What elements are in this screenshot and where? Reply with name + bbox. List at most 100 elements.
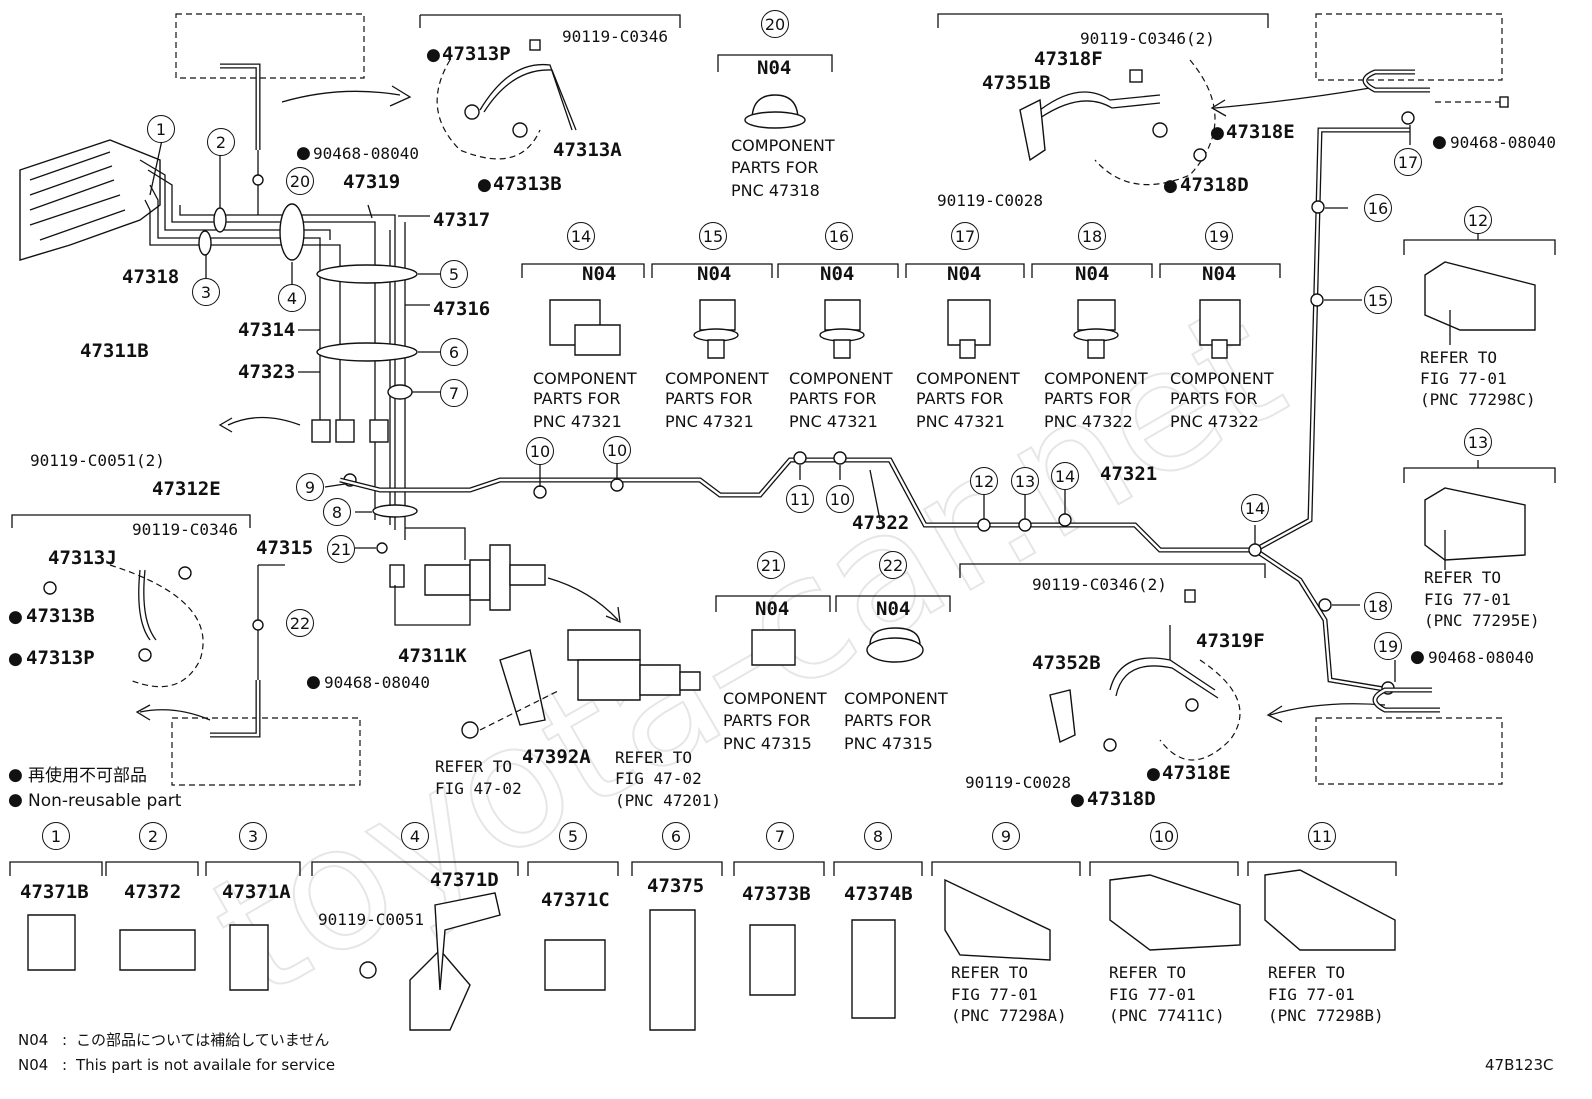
callout-14b: 14 bbox=[1241, 494, 1269, 522]
nonreusable-dot-47313P: ● bbox=[426, 45, 441, 65]
clip-shapes-mid bbox=[751, 261, 1536, 666]
refer-12-l3: (PNC 77298C) bbox=[1420, 390, 1536, 409]
label-90119-C0028-bottom: 90119-C0028 bbox=[965, 773, 1071, 792]
label-n04-16: N04 bbox=[820, 263, 855, 285]
nonreusable-dot-90468-b: ● bbox=[306, 672, 321, 692]
callout-13a: 13 bbox=[1011, 467, 1039, 495]
nonreusable-dot-90468-a: ● bbox=[296, 143, 311, 163]
callout-14a: 14 bbox=[1051, 462, 1079, 490]
refer-10-l3: (PNC 77411C) bbox=[1109, 1006, 1225, 1025]
label-47371C: 47371C bbox=[541, 889, 610, 911]
caption-14-l3: PNC 47321 bbox=[533, 412, 622, 431]
callout-2b: 2 bbox=[139, 822, 167, 850]
n04-note-sep-jp: : bbox=[62, 1031, 68, 1049]
nonreusable-dot-47318E-bottom: ● bbox=[1146, 764, 1161, 784]
label-47371A: 47371A bbox=[222, 881, 291, 903]
callout-3: 3 bbox=[192, 278, 220, 306]
callout-6: 6 bbox=[440, 338, 468, 366]
callout-21a: 21 bbox=[327, 535, 355, 563]
label-47315: 47315 bbox=[256, 537, 314, 559]
caption-22-l2: PARTS FOR bbox=[844, 711, 932, 730]
refer-12-l1: REFER TO bbox=[1420, 348, 1498, 367]
nonreusable-dot-47318D-top: ● bbox=[1163, 176, 1178, 196]
label-47352B: 47352B bbox=[1032, 652, 1101, 674]
label-47351B: 47351B bbox=[982, 72, 1051, 94]
refer-13-l3: (PNC 77295E) bbox=[1424, 611, 1540, 630]
grommet-20 bbox=[717, 54, 833, 129]
refer-4702b-l3: (PNC 47201) bbox=[615, 791, 721, 810]
rear-hose-detail-top bbox=[937, 13, 1509, 186]
nonreusable-dot-47313B-left: ● bbox=[8, 607, 23, 627]
callout-11b: 11 bbox=[1308, 822, 1336, 850]
label-47372: 47372 bbox=[124, 881, 182, 903]
callout-2: 2 bbox=[207, 128, 235, 156]
nonreusable-dot-47313B-top: ● bbox=[477, 175, 492, 195]
tube-connectors bbox=[218, 416, 546, 626]
label-47319: 47319 bbox=[343, 171, 401, 193]
caption-20-l2: PARTS FOR bbox=[731, 158, 819, 177]
label-47321: 47321 bbox=[1100, 463, 1158, 485]
caption-21-l3: PNC 47315 bbox=[723, 734, 812, 753]
callout-20a: 20 bbox=[286, 167, 314, 195]
label-90119-C0346-2-bottom: 90119-C0346(2) bbox=[1032, 575, 1167, 594]
caption-18-l3: PNC 47322 bbox=[1044, 412, 1133, 431]
label-47313J: 47313J bbox=[48, 547, 117, 569]
callout-20b: 20 bbox=[761, 10, 789, 38]
callout-6b: 6 bbox=[662, 822, 690, 850]
callout-15: 15 bbox=[1364, 286, 1392, 314]
n04-note-jp: この部品については補給していません bbox=[76, 1031, 330, 1049]
n04-note-en: This part is not availale for service bbox=[76, 1056, 336, 1074]
callout-22a: 22 bbox=[286, 609, 314, 637]
callout-3b: 3 bbox=[239, 822, 267, 850]
caption-16-l2: PARTS FOR bbox=[789, 389, 877, 408]
label-n04-19: N04 bbox=[1202, 263, 1237, 285]
label-47317: 47317 bbox=[433, 209, 491, 231]
callout-9: 9 bbox=[296, 473, 324, 501]
figure-code: 47B123C bbox=[1485, 1056, 1554, 1074]
callout-10b: 10 bbox=[603, 436, 631, 464]
label-47318D-top: 47318D bbox=[1180, 174, 1249, 196]
callout-1b: 1 bbox=[42, 822, 70, 850]
caption-19-l2: PARTS FOR bbox=[1170, 389, 1258, 408]
label-90468-08040-a: 90468-08040 bbox=[313, 144, 419, 163]
callout-22b: 22 bbox=[879, 551, 907, 579]
callout-9b: 9 bbox=[992, 822, 1020, 850]
label-n04-14: N04 bbox=[582, 263, 617, 285]
bottom-clip-brackets bbox=[9, 861, 1397, 876]
callout-21b: 21 bbox=[757, 551, 785, 579]
refer-4702a-l2: FIG 47-02 bbox=[435, 779, 522, 798]
caption-15-l3: PNC 47321 bbox=[665, 412, 754, 431]
legend-nonreusable-en: Non-reusable part bbox=[28, 791, 182, 811]
caption-22-l3: PNC 47315 bbox=[844, 734, 933, 753]
label-47316: 47316 bbox=[433, 298, 491, 320]
callout-5b: 5 bbox=[559, 822, 587, 850]
caption-15-l1: COMPONENT bbox=[665, 369, 769, 388]
label-47322: 47322 bbox=[852, 512, 910, 534]
nonreusable-dot-90468-d: ● bbox=[1410, 647, 1425, 667]
callout-19b: 19 bbox=[1205, 222, 1233, 250]
caption-18-l2: PARTS FOR bbox=[1044, 389, 1132, 408]
refer-13-l2: FIG 77-01 bbox=[1424, 590, 1511, 609]
label-n04-15: N04 bbox=[697, 263, 732, 285]
label-90468-08040-d: 90468-08040 bbox=[1428, 648, 1534, 667]
nonreusable-dot-90468-c: ● bbox=[1432, 132, 1447, 152]
n04-note-sep-en: : bbox=[62, 1056, 68, 1074]
label-90119-C0346-2-top: 90119-C0346(2) bbox=[1080, 29, 1215, 48]
label-47313B-top: 47313B bbox=[493, 173, 562, 195]
label-90468-08040-b: 90468-08040 bbox=[324, 673, 430, 692]
label-90468-08040-c: 90468-08040 bbox=[1450, 133, 1556, 152]
label-47371D: 47371D bbox=[430, 869, 499, 891]
caption-19-l3: PNC 47322 bbox=[1170, 412, 1259, 431]
callout-15b: 15 bbox=[699, 222, 727, 250]
label-n04-17: N04 bbox=[947, 263, 982, 285]
bottom-clip-shapes bbox=[27, 869, 1396, 1031]
callout-11: 11 bbox=[786, 485, 814, 513]
nonreusable-dot-47318E-top: ● bbox=[1210, 123, 1225, 143]
caption-20-l1: COMPONENT bbox=[731, 136, 835, 155]
front-hose-detail bbox=[419, 14, 681, 160]
refer-11-l1: REFER TO bbox=[1268, 963, 1346, 982]
caption-18-l1: COMPONENT bbox=[1044, 369, 1148, 388]
callout-7b: 7 bbox=[766, 822, 794, 850]
label-n04-18: N04 bbox=[1075, 263, 1110, 285]
